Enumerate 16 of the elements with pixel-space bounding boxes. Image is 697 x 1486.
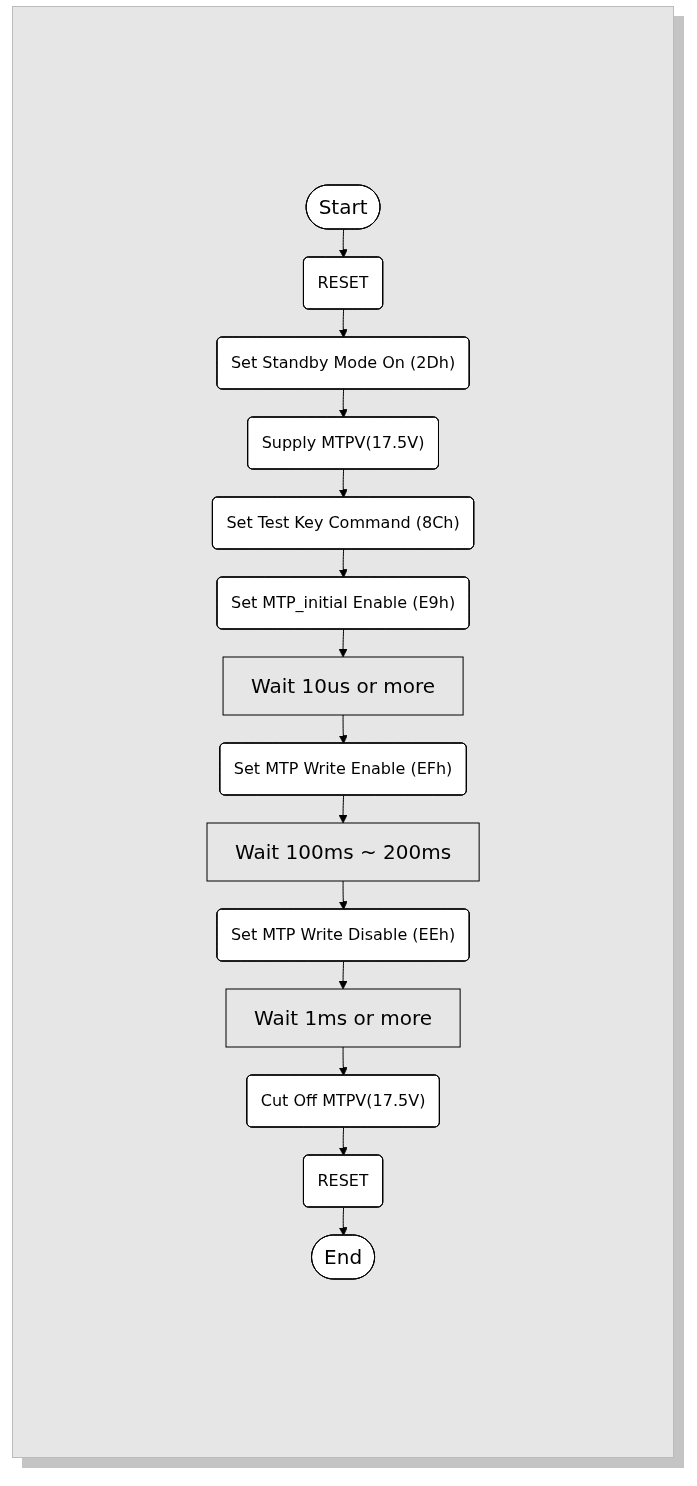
arrow (338, 795, 348, 824)
arrow (338, 1207, 348, 1236)
arrow (338, 469, 348, 498)
arrow (338, 1127, 348, 1156)
arrow (338, 1046, 348, 1076)
node-box: Wait 100ms ~ 200ms (206, 822, 480, 882)
arrow (338, 229, 348, 258)
node-box: Wait 1ms or more (225, 988, 461, 1048)
node-box: Wait 10us or more (222, 656, 464, 716)
arrow (338, 309, 348, 338)
arrow (338, 961, 348, 990)
arrow (338, 714, 348, 744)
arrow (338, 629, 348, 658)
arrow (338, 549, 348, 578)
arrow (338, 880, 348, 910)
arrow (338, 389, 348, 418)
